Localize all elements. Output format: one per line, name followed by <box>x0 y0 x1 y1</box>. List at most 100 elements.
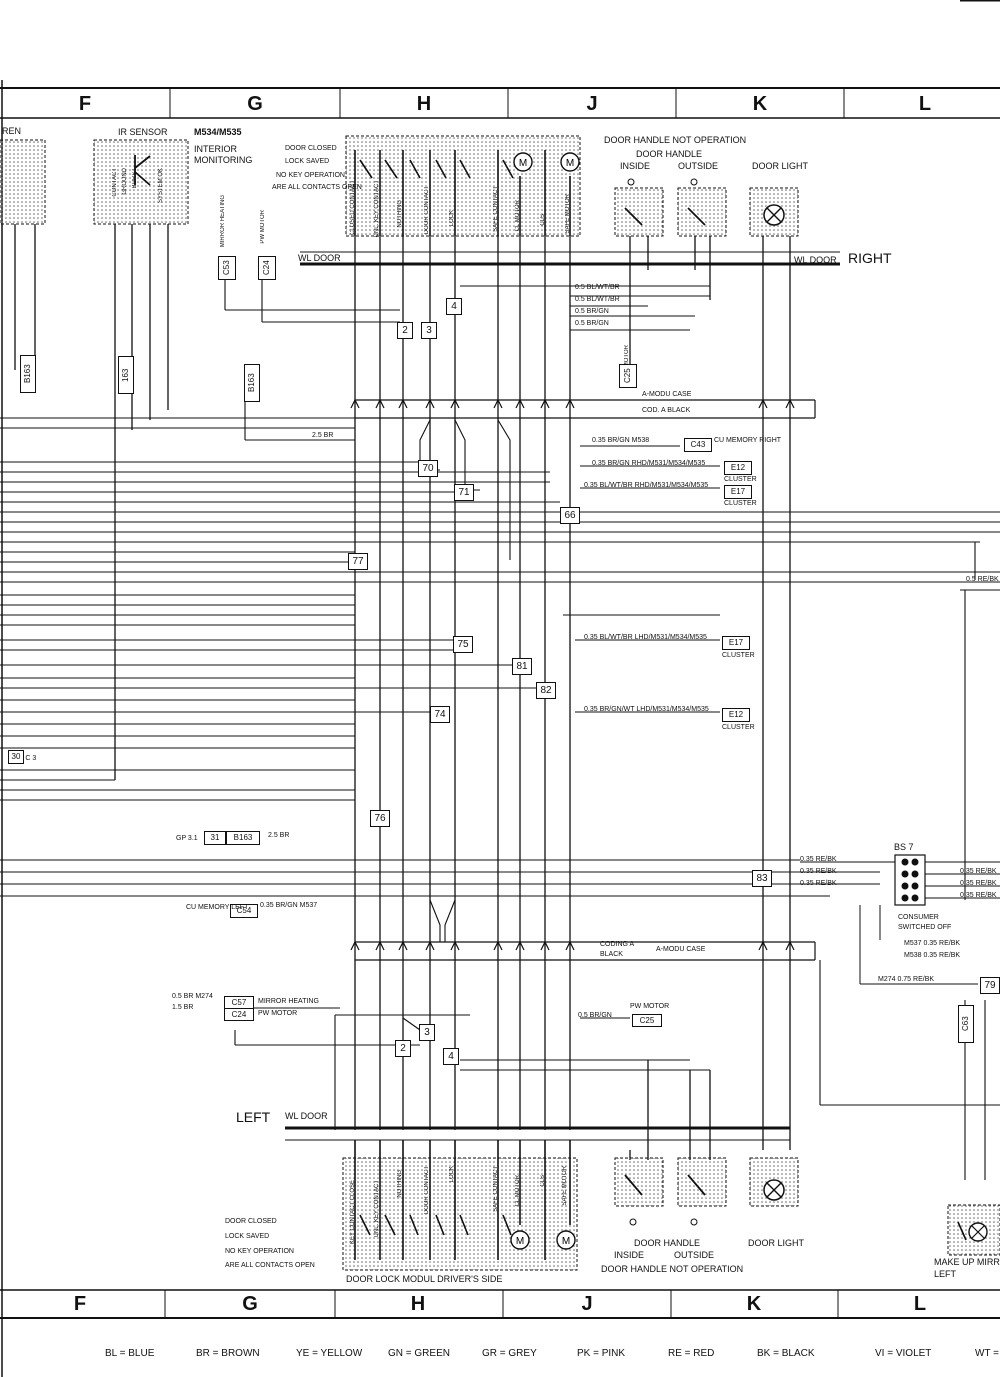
inside-top: INSIDE <box>620 161 651 171</box>
comp-top-7: CLS <box>540 214 546 226</box>
cut-left-label: REN <box>2 126 22 136</box>
comp-bottom-2: NOTHING <box>397 1170 403 1198</box>
ir-pin-system-ok: SYSTEM OK <box>158 168 164 204</box>
left-label: LEFT <box>236 1109 271 1125</box>
svg-text:M: M <box>516 1236 524 1247</box>
door-lock-modul-label: DOOR LOCK MODUL DRIVER'S SIDE <box>346 1274 503 1284</box>
legend-item: RE = RED <box>668 1348 715 1359</box>
junction-81: 81 <box>512 658 532 675</box>
junction-71: 71 <box>454 484 474 501</box>
wire-label-13: 0.5 BR M274 <box>172 993 213 1000</box>
wire-label-5: 2.5 BR <box>312 432 334 439</box>
ref-box-e17b: E17 <box>722 636 750 650</box>
x11-note-3: A-MODU CASE <box>656 946 706 953</box>
junction-77: 77 <box>348 553 368 570</box>
wl-door-left-label: WL DOOR <box>285 1111 328 1121</box>
legend-item: PK = PINK <box>577 1348 626 1359</box>
junction-79: 79 <box>980 977 1000 994</box>
junction-2-bottom: 2 <box>395 1040 411 1057</box>
legend-item: VI = VIOLET <box>875 1348 932 1359</box>
make-up-mirror-label: MAKE UP MIRR <box>934 1257 1000 1267</box>
m534-title: M534/M535 <box>194 127 242 137</box>
interior-monitoring-line1: INTERIOR <box>194 144 238 154</box>
door-handle-not-op-bottom: DOOR HANDLE NOT OPERATION <box>601 1264 744 1274</box>
consumer-switched-off-1: CONSUMER <box>898 914 939 921</box>
wire-label-14: 1.5 BR <box>172 1004 194 1011</box>
ref-box-c53: C53 <box>218 256 236 280</box>
comp-top-5: SAFE CONTACT <box>493 186 499 232</box>
ir-pin-burst: BURST <box>132 168 138 189</box>
wire-label-3: 0.5 BR/GN <box>575 308 609 315</box>
ir-pin-ground: GROUND <box>122 168 128 195</box>
legend-item: WT = <box>975 1348 999 1359</box>
legend-item: GN = GREEN <box>388 1348 450 1359</box>
door-lock-module-bottom: M M <box>342 1140 578 1271</box>
legend-item: GR = GREY <box>482 1348 537 1359</box>
ref-box-gp31-mid: 31 <box>204 831 226 845</box>
mirror-heating-bottom-label: MIRROR HEATING <box>258 998 319 1005</box>
wire-label-20: 0.35 RE/BK <box>960 868 997 875</box>
x11-note-1: CODING A <box>600 941 635 948</box>
wire-label-9: 0.35 BL/WT/BR LHD/M531/M534/M535 <box>584 634 707 641</box>
bs7-connector <box>800 854 1000 984</box>
junction-3-bottom: 3 <box>419 1024 435 1041</box>
wire-label-21: 0.35 RE/BK <box>960 880 997 887</box>
wire-label-2: 0.5 BL/WT/BR <box>575 296 620 303</box>
cluster-label-1: CLUSTER <box>724 476 757 483</box>
junction-70: 70 <box>418 460 438 477</box>
outside-bottom: OUTSIDE <box>674 1250 715 1260</box>
ref-box-c43: C43 <box>684 438 712 452</box>
door-lock-module-top: M M <box>345 135 581 237</box>
junction-83: 83 <box>752 870 772 887</box>
comp-bottom-7: CLS <box>540 1175 546 1187</box>
column-label-f-top: F <box>78 93 92 115</box>
status-note-bottom-4: ARE ALL CONTACTS OPEN <box>225 1262 315 1269</box>
comp-bottom-5: SAFE CONTACT <box>493 1166 499 1212</box>
wire-label-25: M274 0.75 RE/BK <box>878 976 935 983</box>
column-label-k-top: K <box>752 93 768 115</box>
comp-top-0: CLOSED CONTACT <box>350 180 356 235</box>
bs7-label: BS 7 <box>894 842 914 852</box>
svg-text:M: M <box>562 1236 570 1247</box>
ref-box-c25-bottom: C25 <box>632 1014 662 1027</box>
ir-sensor-title: IR SENSOR <box>118 127 168 137</box>
ref-box-e12a: E12 <box>724 461 752 475</box>
svg-text:M: M <box>566 158 574 169</box>
wire-label-16: 0.35 RE/BK <box>800 856 837 863</box>
pw-motor-label: PW MOTOR <box>260 210 266 244</box>
ref-box-b163-top: B163 <box>20 355 36 393</box>
junction-75: 75 <box>453 636 473 653</box>
comp-top-1: UNL. KEY CONTACT <box>374 180 380 238</box>
wire-label-19: 0.5 RE/BK <box>966 576 999 583</box>
door-handle-top: DOOR HANDLE <box>636 149 703 159</box>
junction-3-top: 3 <box>421 322 437 339</box>
wire-label-24: M538 0.35 RE/BK <box>904 952 961 959</box>
legend-item: BK = BLACK <box>757 1348 815 1359</box>
legend-item: BR = BROWN <box>196 1348 260 1359</box>
wl-door-right-label-2: WL DOOR <box>794 255 837 265</box>
ref-box-pin30: 30 <box>8 750 24 764</box>
ref-box-c25: C25 <box>619 364 637 388</box>
wire-label-7: 0.35 BR/GN RHD/M531/M534/M535 <box>592 460 706 467</box>
comp-bottom-0: KEY CONTACT CLOSE <box>350 1180 356 1245</box>
pw-motor-bottom-label: PW MOTOR <box>258 1010 298 1017</box>
mirror-heating-label: MIRROR HEATING <box>220 195 226 248</box>
x11-note-2: BLACK <box>600 951 623 958</box>
ref-box-e17a: E17 <box>724 485 752 499</box>
wire-label-8: 0.35 BL/WT/BR RHD/M531/M534/M535 <box>584 482 709 489</box>
comp-top-2: NOTHING <box>397 200 403 228</box>
ir-pin-contact: CONTACT <box>112 168 118 197</box>
comp-bottom-1: UNL. KEY CONTACT <box>374 1180 380 1238</box>
door-handle-bottom: DOOR HANDLE <box>634 1238 701 1248</box>
status-note-1: DOOR CLOSED <box>285 145 337 152</box>
column-label-l-top: L <box>918 93 932 115</box>
cluster-label-3: CLUSTER <box>722 652 755 659</box>
door-handle-not-op-top: DOOR HANDLE NOT OPERATION <box>604 135 747 145</box>
comp-top-4: LOCK <box>449 210 455 227</box>
wire-label-15: 0.5 BR/GN <box>578 1012 612 1019</box>
pin-arrows <box>350 398 795 951</box>
column-label-l-bottom: L <box>913 1293 927 1315</box>
cluster-label-4: CLUSTER <box>722 724 755 731</box>
left-module-box <box>0 139 46 225</box>
